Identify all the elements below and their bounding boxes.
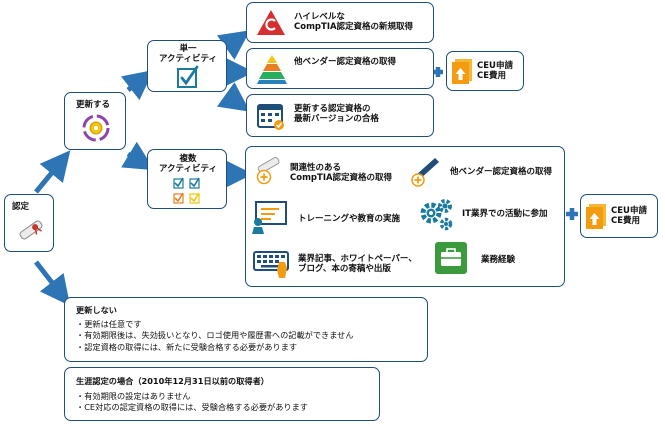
pen-plus-icon	[411, 158, 439, 187]
certify-label: 認定	[12, 202, 30, 212]
multiple-activity-box: 複数アクティビティ	[147, 149, 227, 209]
single-activity-box: 単一アクティビティ	[147, 40, 227, 92]
multi-checkbox-icon	[173, 177, 200, 204]
no-renew-box: 更新しない ・更新は任意です ・有効期限後は、失効扱いとなり、ロゴ使用や履歴書へ…	[64, 297, 428, 362]
lifetime-item: ・CE対応の認定資格の取得には、受験合格する必要があります	[76, 402, 308, 412]
multi-option-other-vendor: 他ベンダー認定資格の取得	[450, 167, 553, 177]
no-renew-item: ・有効期限後は、失効扱いとなり、ロゴ使用や履歴書への記載ができません	[76, 330, 354, 340]
multi-option-it-activity: IT業界での活動に参加	[462, 209, 548, 219]
single-activity-title: 単一アクティビティ	[158, 44, 218, 64]
multi-option-work-experience: 業務経験	[481, 255, 516, 265]
multiple-activity-title: 複数アクティビティ	[158, 154, 218, 174]
multi-option-publishing: 業界記事、ホワイトペーパー、ブログ、本の寄稿や出版	[298, 254, 417, 274]
no-renew-item: ・認定資格の取得には、新たに受験合格する必要があります	[76, 341, 298, 352]
diploma-icon	[19, 220, 43, 240]
refresh-gear-icon	[82, 114, 110, 142]
calendar-check-icon	[257, 104, 284, 130]
no-renew-text: 更新しない ・更新は任意です ・有効期限後は、失効扱いとなり、ロゴ使用や履歴書へ…	[76, 305, 354, 353]
briefcase-icon	[435, 242, 467, 274]
lifetime-text: 生涯認定の場合（2010年12月31日以前の取得者） ・有効期限の設定はありませ…	[76, 376, 308, 414]
ceu-document-icon-2	[586, 204, 606, 229]
lifetime-title: 生涯認定の場合（2010年12月31日以前の取得者）	[76, 376, 269, 386]
multi-options-box	[245, 146, 565, 287]
option-other-vendor: 他ベンダー認定資格の取得	[246, 48, 434, 89]
lifetime-item: ・有効期限の設定はありません	[76, 390, 191, 401]
diploma-plus-icon	[256, 156, 280, 185]
option-other-vendor-text: 他ベンダー認定資格の取得	[294, 57, 397, 67]
comptia-logo-icon	[257, 10, 285, 35]
multi-option-training: トレーニングや教育の実施	[298, 214, 401, 224]
gears-icon	[420, 199, 453, 231]
option-latest-version: 更新する認定資格の最新バージョンの合格	[246, 94, 434, 137]
no-renew-item: ・更新は任意です	[76, 318, 142, 329]
ceu-document-icon	[452, 59, 472, 84]
certify-box: 認定	[4, 194, 54, 252]
keyboard-icon	[253, 251, 289, 278]
option-latest-version-text: 更新する認定資格の最新バージョンの合格	[294, 104, 379, 124]
renew-label: 更新する	[76, 100, 111, 110]
no-renew-title: 更新しない	[76, 305, 117, 315]
lifetime-box: 生涯認定の場合（2010年12月31日以前の取得者） ・有効期限の設定はありませ…	[64, 367, 380, 421]
renew-box: 更新する	[64, 92, 126, 150]
training-board-icon	[252, 201, 287, 234]
checkbox-icon	[177, 65, 199, 88]
pyramid-icon	[257, 55, 287, 84]
